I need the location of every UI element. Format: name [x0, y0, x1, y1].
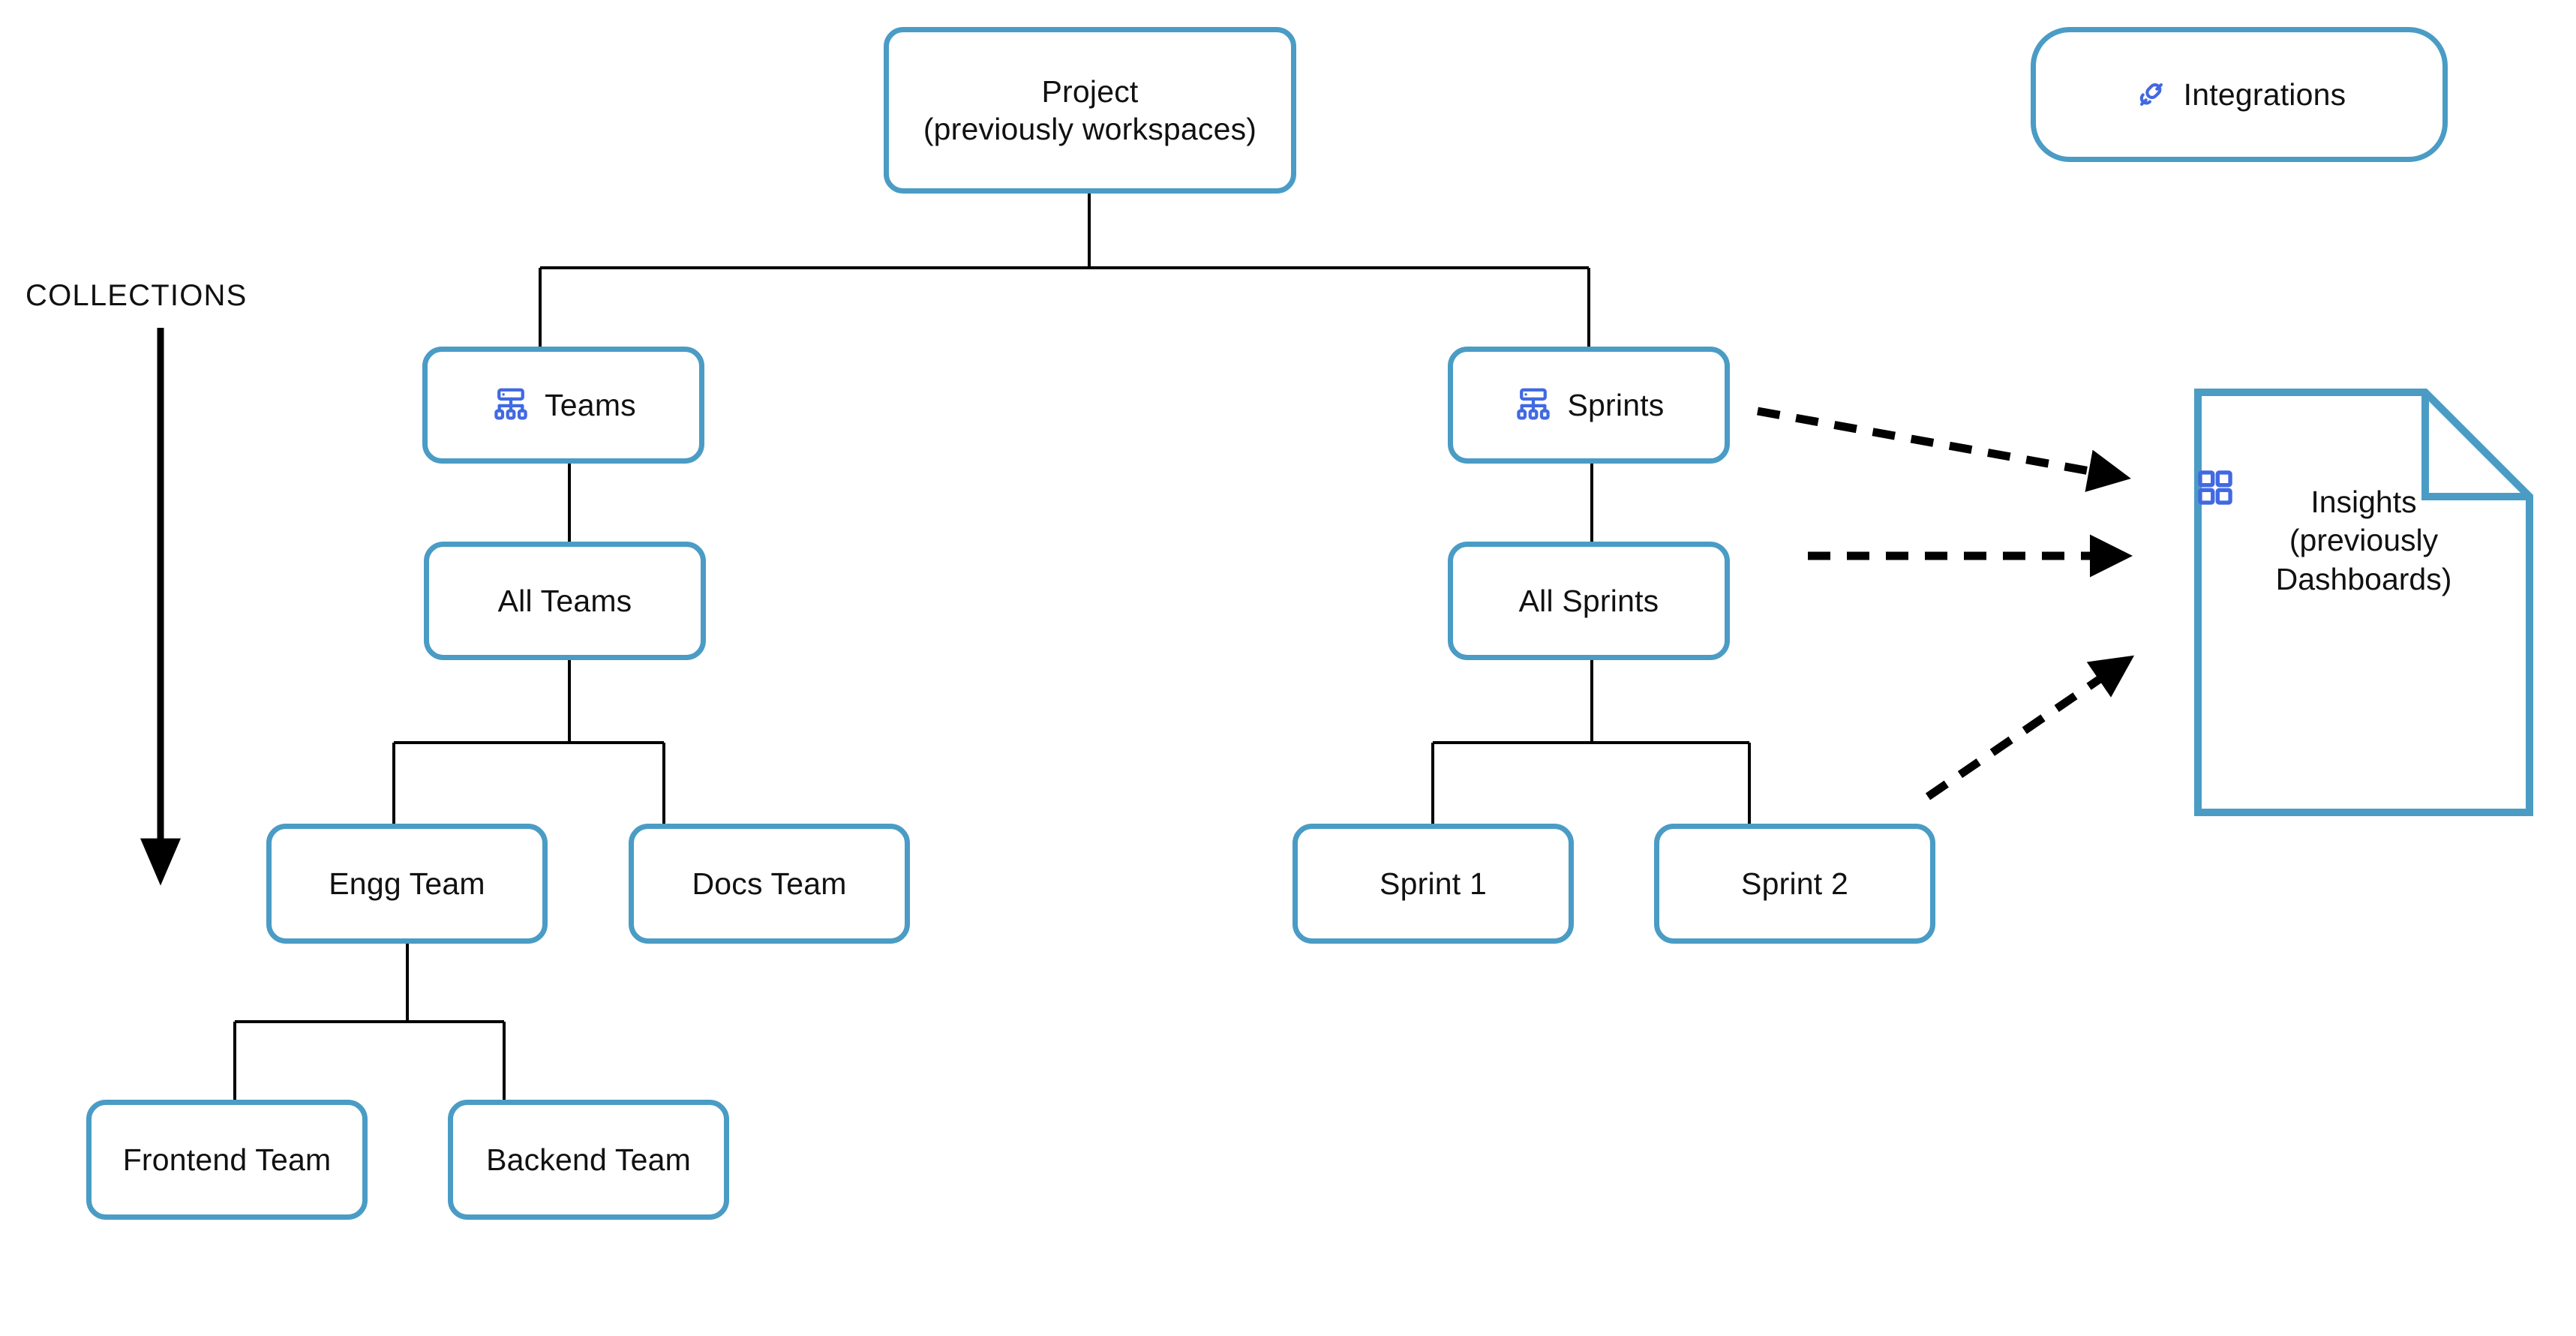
node-docs-team[interactable]: Docs Team	[629, 824, 910, 944]
node-frontend-team-label: Frontend Team	[122, 1142, 332, 1177]
hierarchy-icon	[1513, 385, 1554, 425]
node-backend-team[interactable]: Backend Team	[448, 1100, 729, 1220]
node-backend-team-label: Backend Team	[486, 1142, 691, 1177]
node-insights[interactable]: Insights (previously Dashboards)	[2194, 389, 2533, 816]
node-teams-label: Teams	[545, 387, 636, 422]
plug-connector-icon	[2133, 76, 2170, 113]
node-sprint-2-label: Sprint 2	[1741, 866, 1848, 901]
dashed-edge-sprints-to-insights	[1757, 407, 2131, 492]
node-all-sprints[interactable]: All Sprints	[1448, 542, 1730, 660]
node-teams[interactable]: Teams	[422, 347, 704, 464]
node-insights-label: Insights (previously Dashboards)	[2275, 485, 2452, 596]
node-engg-team-label: Engg Team	[329, 866, 485, 901]
collections-label: COLLECTIONS	[26, 279, 248, 312]
node-sprint-2[interactable]: Sprint 2	[1654, 824, 1935, 944]
node-integrations[interactable]: Integrations	[2031, 27, 2448, 162]
node-sprint-1-label: Sprint 1	[1380, 866, 1487, 901]
node-all-teams[interactable]: All Teams	[424, 542, 706, 660]
node-all-teams-label: All Teams	[497, 583, 632, 618]
node-sprints-label: Sprints	[1567, 387, 1665, 422]
node-sprint-1[interactable]: Sprint 1	[1293, 824, 1574, 944]
node-project[interactable]: Project (previously workspaces)	[884, 27, 1296, 194]
node-all-sprints-label: All Sprints	[1518, 583, 1659, 618]
node-project-label: Project (previously workspaces)	[923, 74, 1257, 146]
dashed-edge-sprint2-to-insights	[1925, 655, 2135, 800]
node-integrations-label: Integrations	[2183, 77, 2346, 112]
node-engg-team[interactable]: Engg Team	[266, 824, 548, 944]
node-docs-team-label: Docs Team	[692, 866, 847, 901]
node-frontend-team[interactable]: Frontend Team	[86, 1100, 368, 1220]
hierarchy-icon	[491, 385, 531, 425]
node-sprints[interactable]: Sprints	[1448, 347, 1730, 464]
